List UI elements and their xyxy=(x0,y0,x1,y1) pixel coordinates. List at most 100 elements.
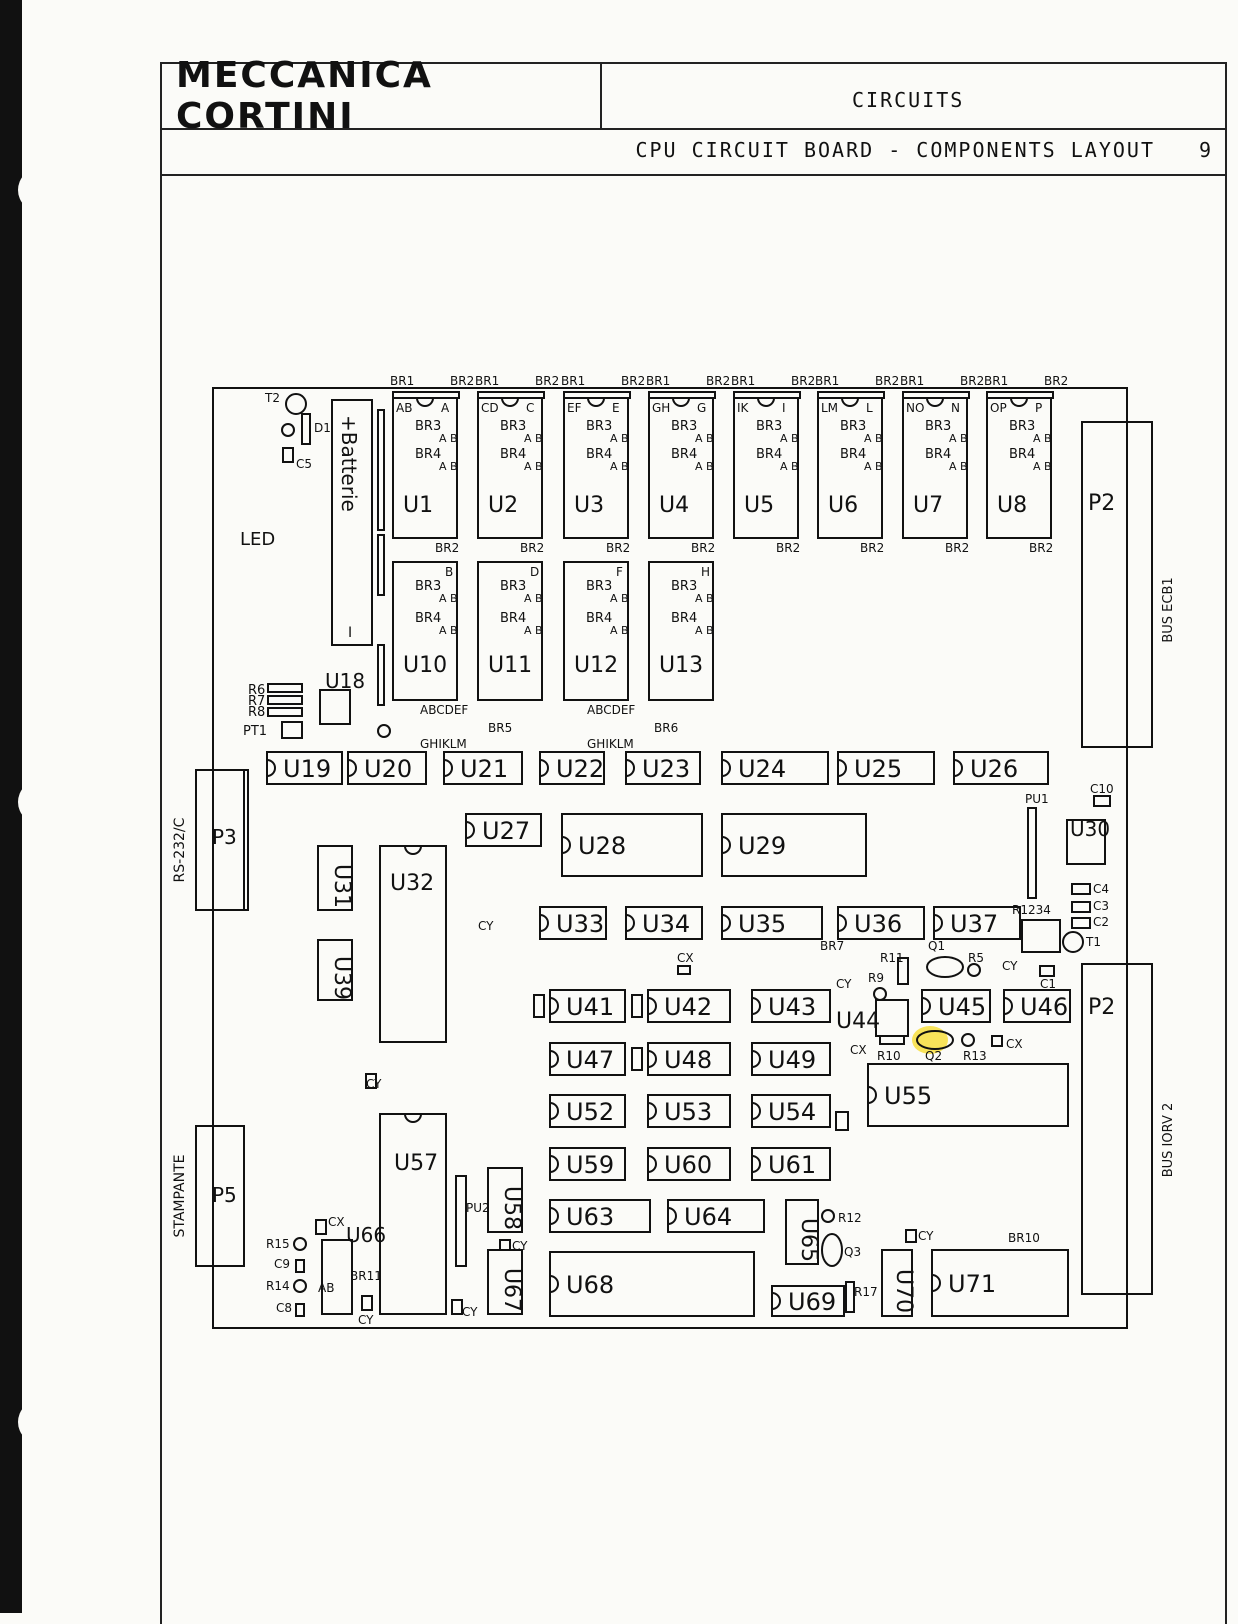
jumper-label: BR2 xyxy=(1029,541,1053,555)
ic-package xyxy=(549,1042,626,1076)
ic-package xyxy=(549,1147,626,1181)
pu2-label: PU2 xyxy=(466,1201,490,1215)
chip-notch xyxy=(501,397,519,407)
ic-package xyxy=(771,1285,845,1317)
capacitor xyxy=(295,1303,305,1317)
ic-package xyxy=(392,397,458,539)
page-number: 9 xyxy=(1198,138,1211,162)
ic-package xyxy=(837,906,925,940)
ic-label: U25 xyxy=(854,755,902,783)
ic-label: U69 xyxy=(788,1288,836,1316)
pin-label: IK xyxy=(737,401,750,415)
chip-notch xyxy=(667,1207,677,1225)
chip-notch xyxy=(751,997,761,1015)
ic-package xyxy=(477,397,543,539)
pin-label: GH xyxy=(652,401,670,415)
ic-label: U31 xyxy=(329,864,354,908)
ic-label: U5 xyxy=(744,493,774,518)
resistor-pad xyxy=(961,1033,975,1047)
capacitor xyxy=(1071,917,1091,929)
pin-label: EF xyxy=(567,401,582,415)
ic-package xyxy=(837,751,935,785)
jumper-label: BR2 xyxy=(450,374,474,388)
jumper-label: A B xyxy=(439,460,458,473)
ic-package xyxy=(563,397,629,539)
jumper-label: A B xyxy=(610,592,629,605)
br11-label: BR11 xyxy=(350,1269,382,1283)
jumper-label: A B xyxy=(610,460,629,473)
ic-label: U70 xyxy=(891,1269,916,1313)
jumper-label: BR2 xyxy=(791,374,815,388)
ic-u44 xyxy=(875,999,909,1037)
transistor-t2 xyxy=(285,393,307,415)
ic-package xyxy=(648,397,714,539)
chip-notch xyxy=(549,1050,559,1068)
ic-package xyxy=(817,397,883,539)
jumper-label: BR4 xyxy=(586,447,612,462)
ic-label: U37 xyxy=(950,910,998,938)
rs232-label: RS-232/C xyxy=(172,817,188,882)
chip-notch xyxy=(587,397,605,407)
ic-label: U28 xyxy=(578,832,626,860)
ic-package xyxy=(751,1147,831,1181)
capacitor xyxy=(991,1035,1003,1047)
cx-label: CX xyxy=(850,1043,867,1057)
jumper-label: BR1 xyxy=(900,374,924,388)
pin-label: I xyxy=(782,401,786,415)
capacitor xyxy=(315,1219,327,1235)
ic-package xyxy=(953,751,1049,785)
chip-notch xyxy=(625,914,635,932)
jumper-label: A B xyxy=(610,624,629,637)
capacitor xyxy=(1071,883,1091,895)
c5-label: C5 xyxy=(296,457,312,471)
ic-label: U43 xyxy=(768,993,816,1021)
capacitor xyxy=(631,1047,643,1071)
chip-notch xyxy=(443,759,453,777)
ic-label: U36 xyxy=(854,910,902,938)
ic-package-vertical xyxy=(317,845,353,911)
page-title: CPU CIRCUIT BOARD - COMPONENTS LAYOUT xyxy=(635,138,1155,162)
ic-package xyxy=(539,906,607,940)
ic-label: U41 xyxy=(566,993,614,1021)
ic-package-vertical xyxy=(379,845,447,1043)
resistor xyxy=(267,707,303,717)
ic-label: U23 xyxy=(642,755,690,783)
ic-package xyxy=(733,397,799,539)
ic-label: U67 xyxy=(499,1268,524,1312)
pin-label: CD xyxy=(481,401,499,415)
jumper-label: A B xyxy=(1033,460,1052,473)
r12-label: R12 xyxy=(838,1211,862,1225)
chip-notch xyxy=(647,997,657,1015)
jumper-label: A B xyxy=(1033,432,1052,445)
c9-label: C9 xyxy=(274,1257,290,1271)
chip-notch xyxy=(837,914,847,932)
pin-label: AB xyxy=(396,401,412,415)
t2-label: T2 xyxy=(264,391,280,405)
transistor-t1 xyxy=(1062,931,1084,953)
ic-label: U1 xyxy=(403,493,433,518)
jumper-label: BR4 xyxy=(1009,447,1035,462)
jumper-label: BR4 xyxy=(756,447,782,462)
jumper-label: BR3 xyxy=(925,419,951,434)
jumper-label: A B xyxy=(780,432,799,445)
jumper-label: A B xyxy=(695,432,714,445)
chip-notch xyxy=(404,845,422,855)
capacitor xyxy=(1093,795,1111,807)
ic-label: U39 xyxy=(329,956,354,1000)
battery-bracket xyxy=(377,644,385,706)
mount-hole xyxy=(377,724,391,738)
cy-label: CY xyxy=(836,977,852,991)
connector-label: P2 xyxy=(1088,491,1115,516)
resistor xyxy=(267,695,303,705)
resistor-r10 xyxy=(879,1035,905,1045)
cx-label: CX xyxy=(328,1215,345,1229)
ic-label: U3 xyxy=(574,493,604,518)
resistor-pad xyxy=(821,1209,835,1223)
chip-notch xyxy=(465,821,475,839)
cy-label: CY xyxy=(918,1229,934,1243)
jumper-label: BR1 xyxy=(815,374,839,388)
jumper-label: BR2 xyxy=(606,541,630,555)
chip-notch xyxy=(926,397,944,407)
jumper-label: BR4 xyxy=(500,611,526,626)
r15-label: R15 xyxy=(266,1237,290,1251)
